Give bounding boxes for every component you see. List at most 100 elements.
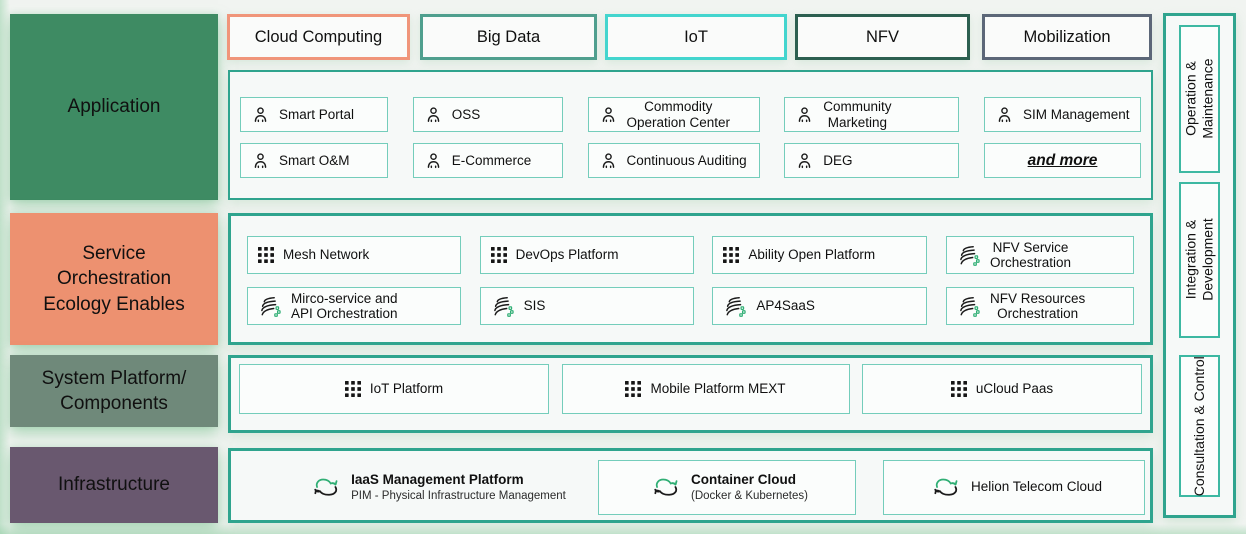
item-label: and more	[1028, 152, 1098, 169]
cloud-sync-icon	[310, 474, 342, 501]
item-row: Mesh Network DevOps Platform Ability Open …	[247, 236, 1134, 274]
item-sis: SIS	[479, 287, 694, 325]
item-label: Container Cloud(Docker & Kubernetes)	[691, 472, 808, 503]
item-smart-o-m: Smart O&M	[240, 143, 388, 178]
item-label-line: and more	[1027, 151, 1098, 169]
orchestration-icon	[491, 294, 515, 319]
item-label: uCloud Paas	[976, 381, 1053, 396]
rail-item-consultation-control: Consultation & Control	[1179, 355, 1220, 497]
item-label-line: IoT Platform	[369, 381, 444, 397]
layer-label-line: Orchestration	[56, 268, 172, 290]
layer-system-platform: System Platform/Components	[10, 355, 218, 427]
tab-label: NFV	[866, 27, 899, 46]
user-icon	[251, 151, 270, 170]
user-icon	[795, 105, 814, 124]
item-label: SIM Management	[1023, 107, 1130, 122]
item-label-line: Operation Center	[626, 114, 731, 130]
item-label-line: Smart Portal	[279, 106, 355, 122]
rail-item-operation-maintenance: Operation &Maintenance	[1179, 25, 1220, 173]
rail-item-integration-development: Integration &Development	[1179, 182, 1220, 338]
item-smart-portal: Smart Portal	[240, 97, 388, 132]
grid-icon	[258, 247, 274, 263]
layer-application: Application	[10, 14, 218, 200]
user-icon	[599, 151, 618, 170]
orchestration-icon	[957, 243, 981, 268]
item-mobile-platform-mext: Mobile Platform MEXT	[561, 364, 850, 414]
item-deg: DEG	[784, 143, 960, 178]
grid-icon	[625, 381, 642, 397]
layer-infrastructure: Infrastructure	[10, 447, 218, 523]
user-icon	[424, 151, 443, 170]
item-label: E-Commerce	[452, 153, 532, 168]
item-label-line: Orchestration	[997, 306, 1079, 321]
cloud-sync-icon	[650, 474, 682, 501]
item-label-line: NFV Resources	[989, 290, 1086, 306]
item-ap4saas: AP4SaaS	[712, 287, 928, 325]
user-icon	[995, 105, 1014, 124]
layer-label-line: Components	[60, 393, 168, 414]
item-label: SIS	[524, 298, 546, 313]
item-label: Mesh Network	[283, 247, 369, 262]
user-icon	[795, 151, 814, 170]
layer-label-line: Service	[82, 243, 146, 265]
tab-iot: IoT	[605, 14, 787, 60]
item-devops-platform: DevOps Platform	[479, 236, 694, 274]
item-label: DEG	[823, 153, 852, 168]
item-label: AP4SaaS	[756, 298, 815, 313]
item-e-commerce: E-Commerce	[412, 143, 563, 178]
item-label-line: SIS	[523, 298, 546, 314]
item-and-more: and more	[984, 143, 1141, 178]
rail-label-line: Maintenance	[1199, 58, 1216, 140]
item-label-line: E-Commerce	[451, 152, 532, 168]
grid-icon	[723, 247, 740, 263]
cloud-sync-icon	[930, 474, 962, 501]
item-label: Ability Open Platform	[748, 247, 875, 262]
item-label-line: Mesh Network	[283, 247, 370, 263]
item-oss: OSS	[412, 97, 563, 132]
item-label: Continuous Auditing	[627, 153, 747, 168]
tab-label: Cloud Computing	[254, 27, 383, 46]
rail-label-line: Development	[1199, 218, 1216, 302]
user-icon	[599, 105, 618, 124]
orchestration-icon	[723, 294, 747, 319]
tab-big-data: Big Data	[420, 14, 597, 60]
orchestration-icon	[957, 294, 981, 319]
system-platform-section: IoT Platform Mobile Platform MEXT uCloud P…	[228, 355, 1153, 433]
item-label: DevOps Platform	[516, 247, 619, 262]
item-label-line: IaaS Management Platform	[351, 471, 524, 487]
item-mesh-network: Mesh Network	[247, 236, 461, 274]
item-label-line: Helion Telecom Cloud	[970, 479, 1103, 495]
rail-label: Operation &Maintenance	[1183, 59, 1216, 139]
rail-label-line: Integration &	[1182, 220, 1199, 300]
layer-label-line: Ecology Enables	[43, 293, 185, 315]
item-sim-management: SIM Management	[984, 97, 1141, 132]
glow-decoration	[0, 524, 1246, 534]
item-continuous-auditing: Continuous Auditing	[587, 143, 760, 178]
item-container-cloud: Container Cloud(Docker & Kubernetes)	[598, 460, 856, 515]
layer-label-line: Infrastructure	[58, 474, 170, 496]
item-label-line: AP4SaaS	[756, 298, 815, 314]
tab-label: IoT	[684, 27, 708, 46]
item-label-line: Continuous Auditing	[626, 152, 747, 168]
user-icon	[251, 105, 270, 124]
item-label-line: OSS	[451, 106, 481, 122]
item-label: OSS	[452, 107, 481, 122]
grid-icon	[950, 381, 967, 397]
item-label: Helion Telecom Cloud	[971, 479, 1102, 496]
grid-icon	[344, 381, 361, 397]
orchestration-icon	[258, 294, 282, 319]
item-label-line: Ability Open Platform	[748, 247, 876, 263]
rail-label: Consultation & Control	[1191, 356, 1208, 496]
item-label-line: Mobile Platform MEXT	[650, 381, 786, 397]
rail-label: Integration &Development	[1183, 219, 1216, 302]
